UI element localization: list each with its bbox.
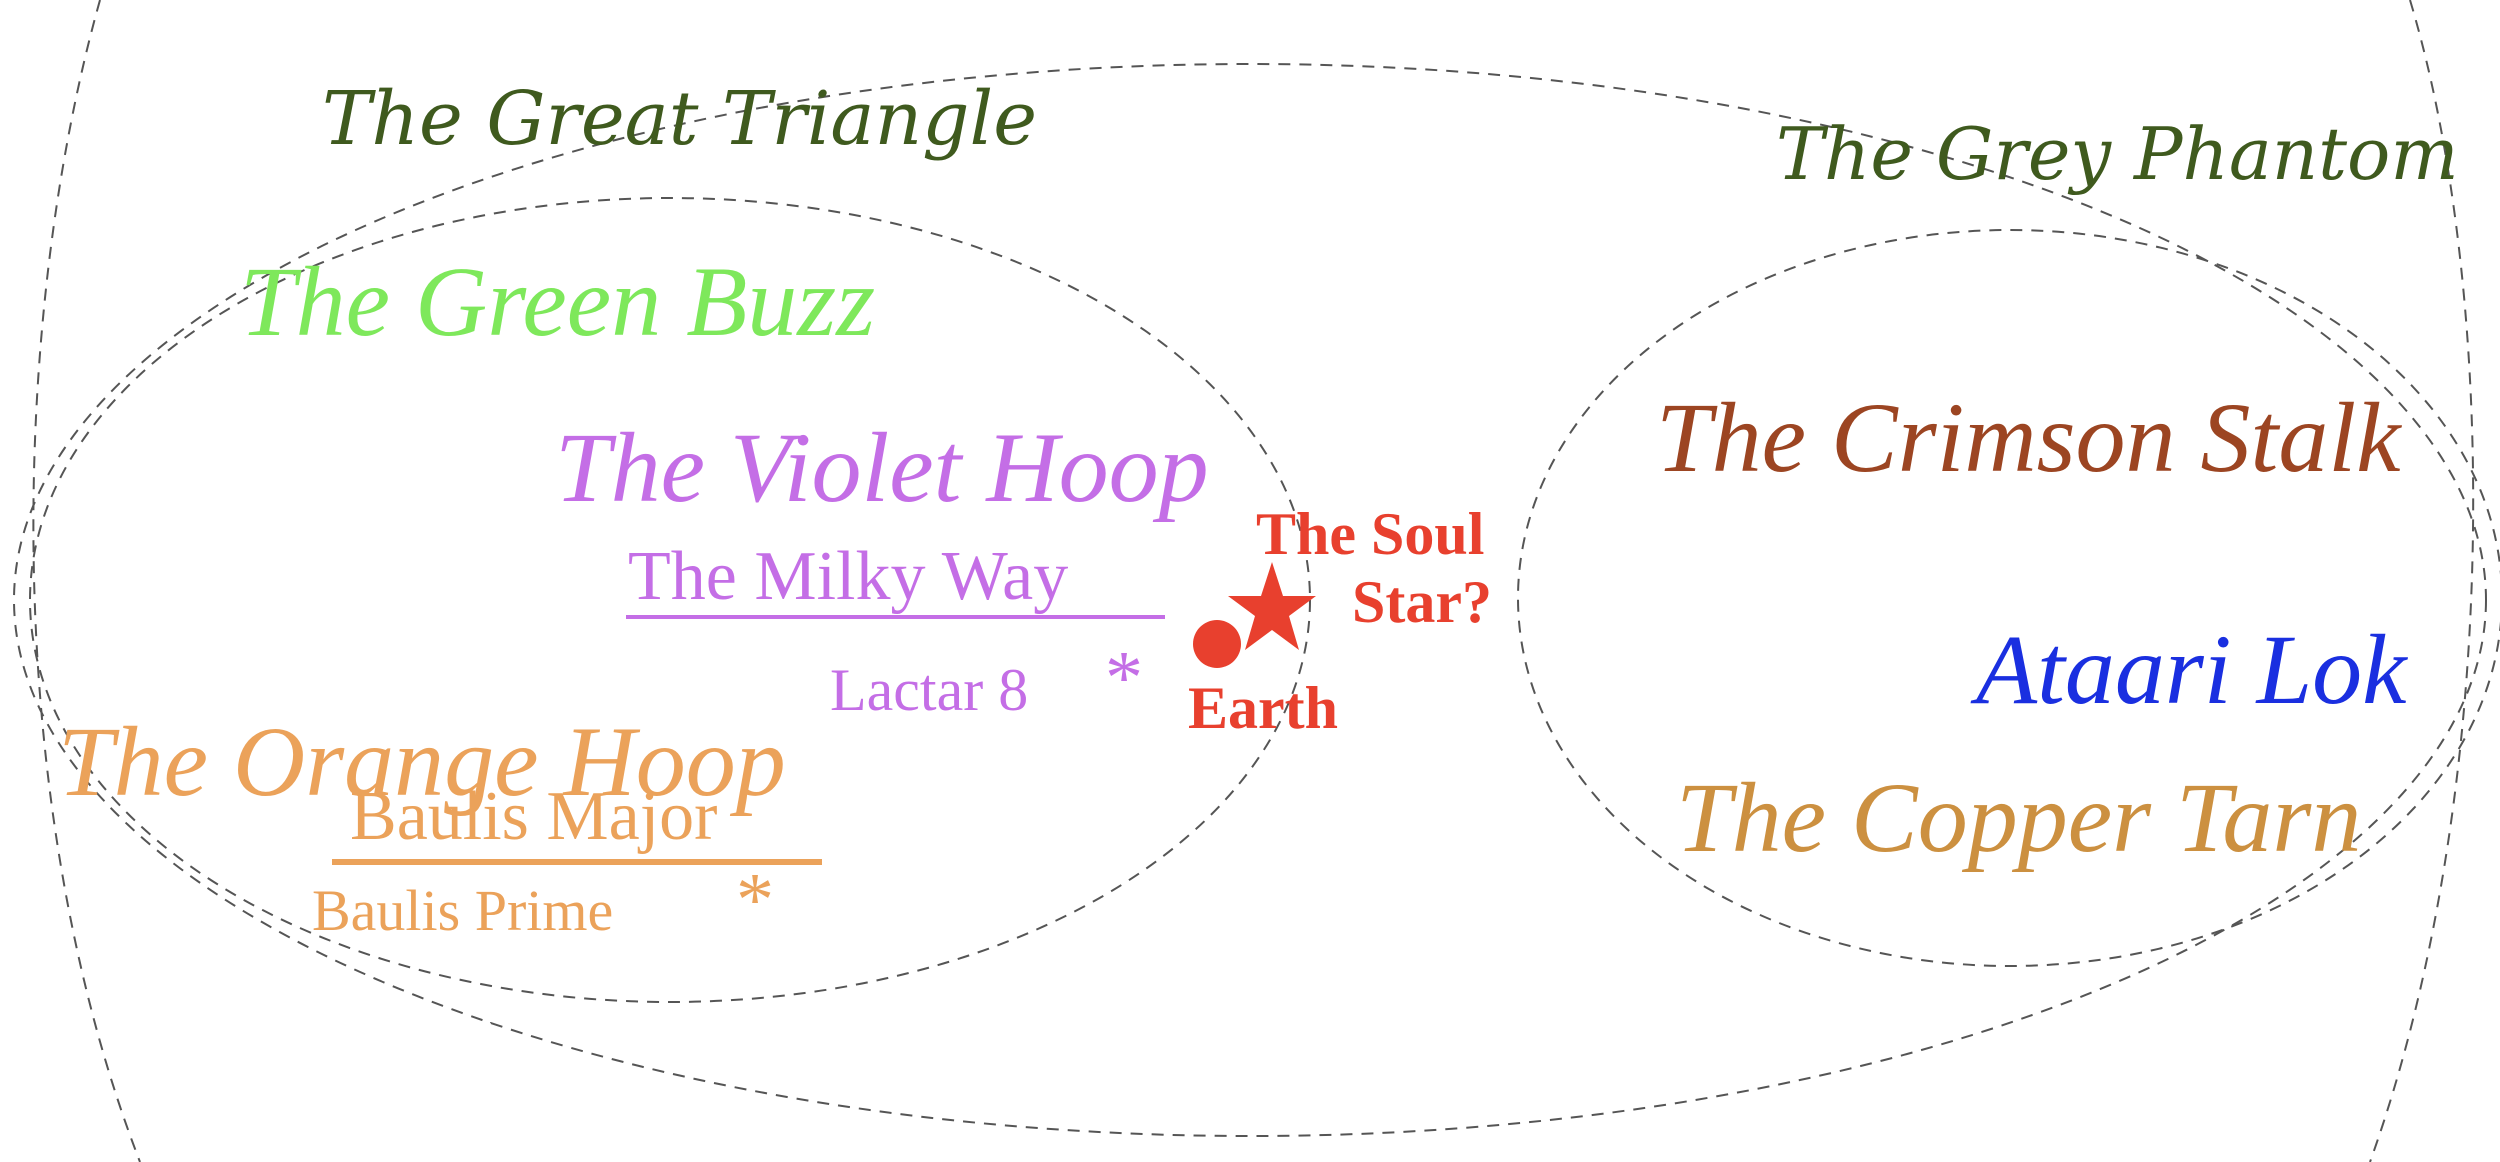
system-label-baulis-prime: Baulis Prime [312,878,614,943]
great-region-ellipse [13,63,2487,1137]
outer-left-boundary [32,0,141,1162]
galaxy-label-ataari-lok: Ataari Lok [1976,614,2407,725]
earth-label: Earth [1188,675,1338,741]
galaxy-label-copper-tarn: The Copper Tarn [1676,762,2362,873]
soul-star-label-line1: The Soul [1256,501,1485,567]
galaxy-label-orange-hoop: The Orange Hoop [58,706,786,817]
region-label-great-triangle: The Great Triangle [322,76,1037,162]
galaxy-label-baulis-major: Baulis Major [350,778,718,855]
right-cluster-ellipse [1517,229,2500,967]
soul-star-icon [1228,562,1316,650]
soul-star-label-line2: Star? [1352,569,1492,635]
galaxy-label-violet-hoop: The Violet Hoop [555,412,1209,523]
galaxy-label-milky-way: The Milky Way [628,538,1069,615]
galaxy-label-crimson-stalk: The Crimson Stalk [1656,382,2401,493]
galaxy-label-green-buzz: The Green Buzz [240,246,876,357]
earth-dot [1193,620,1241,668]
baulis-marker-icon: * [736,858,774,942]
system-label-lactar-8: Lactar 8 [830,657,1029,723]
region-label-grey-phantom: The Grey Phantom [1776,112,2459,196]
outer-right-boundary [2369,0,2475,1162]
lactar-marker-icon: * [1105,636,1143,720]
